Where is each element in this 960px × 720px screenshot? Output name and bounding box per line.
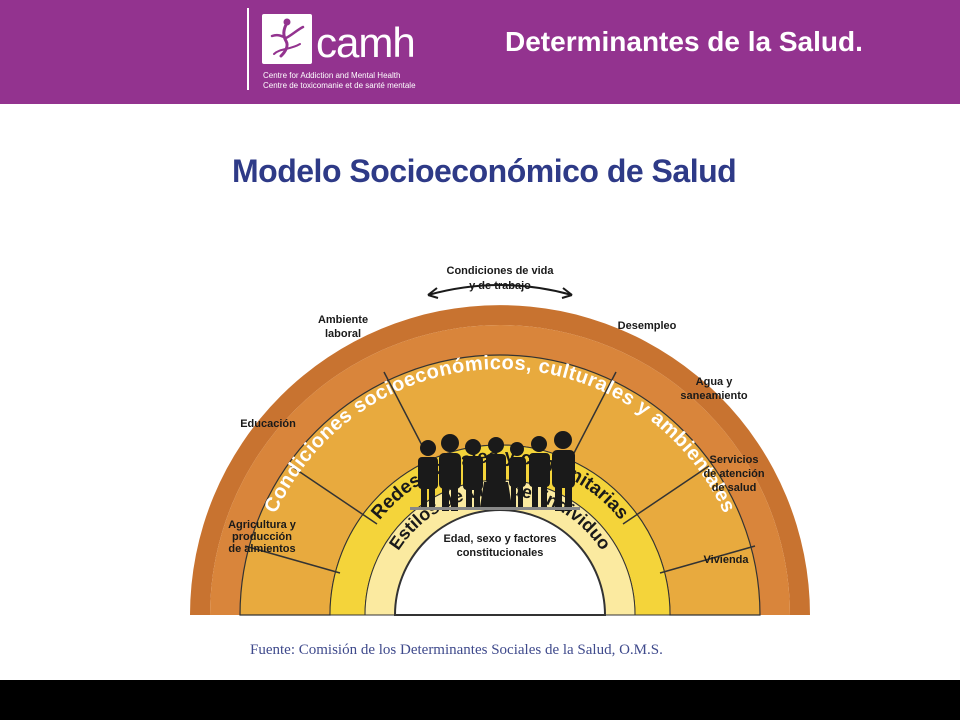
logo-tagline-fr: Centre de toxicomanie et de santé mental…	[263, 81, 416, 90]
segment-ambiente-laboral-line2: laboral	[325, 328, 361, 340]
double-arrow-icon	[427, 284, 573, 299]
segment-agua-line1: Agua y	[696, 376, 734, 388]
health-determinants-diagram: Condiciones socioeconómicos, culturales …	[160, 195, 840, 635]
logo-divider	[247, 8, 249, 90]
core-label-line2: constitucionales	[457, 547, 544, 559]
segment-desempleo: Desempleo	[618, 320, 677, 332]
people-silhouettes-icon	[410, 431, 580, 511]
living-working-conditions-line1: Condiciones de vida	[447, 265, 555, 277]
diagram-title: Modelo Socioeconómico de Salud	[232, 153, 737, 189]
segment-servicios-line1: Servicios	[710, 454, 759, 466]
camh-logo-icon	[262, 14, 312, 64]
segment-servicios-line2: de atención	[703, 468, 764, 480]
segment-agricultura-line2: producción	[232, 531, 292, 543]
header-bar: camh Centre for Addiction and Mental Hea…	[0, 0, 960, 104]
page-title: Determinantes de la Salud.	[505, 26, 863, 57]
rainbow-diagram-svg: Condiciones socioeconómicos, culturales …	[190, 265, 810, 616]
segment-agua-line2: saneamiento	[680, 390, 748, 402]
core-half-disc	[393, 509, 607, 616]
segment-dividers	[244, 371, 756, 574]
outer-ring-face	[210, 325, 790, 615]
logo-tagline-en: Centre for Addiction and Mental Health	[263, 71, 401, 80]
logo-wordmark: camh	[316, 19, 416, 66]
segment-vivienda: Vivienda	[703, 554, 749, 566]
core-label-line1: Edad, sexo y factores	[443, 533, 556, 545]
segment-ambiente-laboral-line1: Ambiente	[318, 314, 368, 326]
segment-agricultura-line3: de almientos	[228, 543, 295, 555]
segment-agricultura-line1: Agricultura y	[228, 519, 297, 531]
footer-bar	[0, 680, 960, 720]
segment-educacion: Educación	[240, 418, 296, 430]
segment-servicios-line3: de salud	[712, 482, 757, 494]
source-citation: Fuente: Comisión de los Determinantes So…	[250, 642, 663, 658]
